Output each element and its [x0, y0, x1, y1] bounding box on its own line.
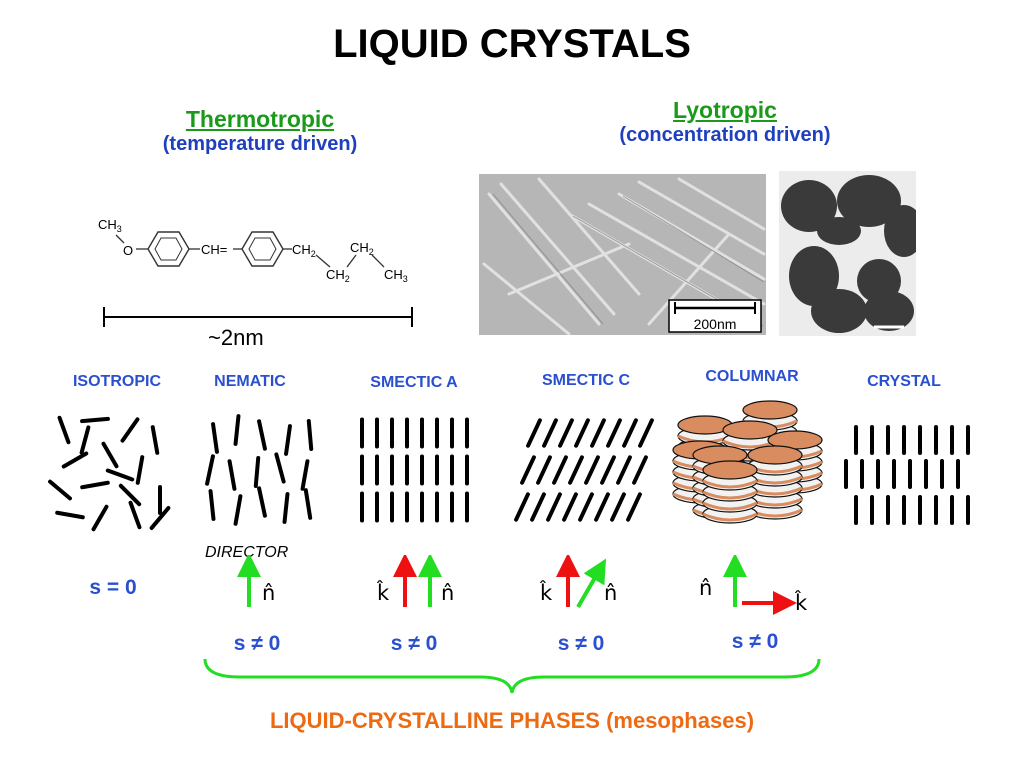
- ch3-end-label: CH3: [384, 267, 408, 284]
- smectic-a-k-label: k̂: [377, 581, 390, 605]
- mesophase-brace: [203, 658, 821, 694]
- columnar-n-label: n̂: [699, 576, 713, 600]
- benzene-ring-2: [241, 231, 284, 267]
- ch2-a-label: CH2: [292, 242, 316, 259]
- oxygen-label: O: [123, 243, 133, 258]
- ch2-c-label: CH2: [350, 240, 374, 257]
- ch-eq-label: CH=: [201, 242, 227, 257]
- lyotropic-label: Lyotropic: [673, 97, 777, 123]
- molecule-structure: CH3 O CH= CH2 CH2 CH2 CH3 ~2nm: [98, 217, 413, 350]
- smectic-c-k-label: k̂: [540, 581, 553, 605]
- smectic-c-s-value: s ≠ 0: [557, 632, 605, 655]
- molecule-scale-label: ~2nm: [208, 325, 264, 350]
- smectic-a-s-value: s ≠ 0: [390, 632, 438, 655]
- lyotropic-sub: (concentration driven): [619, 124, 831, 146]
- lyotropic-header: Lyotropic (concentration driven): [580, 97, 870, 147]
- ch3-top-label: CH3: [98, 217, 122, 234]
- smectic-a-molecules: [360, 417, 469, 523]
- columnar-k-label: k̂: [795, 591, 808, 615]
- isotropic-s-value: s = 0: [89, 576, 137, 599]
- smectic-c-n-label: n̂: [604, 581, 618, 605]
- smectic-c-molecules: [514, 418, 654, 522]
- nematic-s-value: s ≠ 0: [233, 632, 281, 655]
- columnar-discs: [672, 400, 823, 524]
- crystal-molecules: [844, 425, 970, 525]
- isotropic-molecules: [48, 415, 171, 532]
- mesophases-label: LIQUID-CRYSTALLINE PHASES (mesophases): [269, 708, 755, 733]
- phase-label-nematic: NEMATIC: [214, 373, 286, 390]
- micrograph-scale-label: 200nm: [694, 316, 737, 332]
- phase-label-isotropic: ISOTROPIC: [72, 373, 161, 390]
- nematic-n-label: n̂: [262, 581, 276, 605]
- columnar-s-value: s ≠ 0: [731, 630, 779, 653]
- ch3-top-text: CH: [98, 217, 117, 232]
- page-title: LIQUID CRYSTALS: [333, 22, 691, 66]
- benzene-ring-1: [147, 231, 190, 267]
- director-vectors: [237, 555, 797, 615]
- micrograph-rods: 200nm: [479, 174, 766, 335]
- thermotropic-header: Thermotropic (temperature driven): [130, 106, 390, 156]
- director-label: DIRECTOR: [205, 544, 289, 561]
- nematic-molecules: [205, 414, 314, 526]
- thermotropic-sub: (temperature driven): [162, 133, 358, 155]
- phase-drawings: [48, 400, 970, 532]
- phase-label-columnar: COLUMNAR: [705, 368, 799, 385]
- micrograph-blobs: [779, 171, 916, 336]
- phase-label-smectic-a: SMECTIC A: [370, 374, 458, 391]
- smectic-a-n-label: n̂: [441, 581, 455, 605]
- phase-label-smectic-c: SMECTIC C: [542, 372, 630, 389]
- phase-label-crystal: CRYSTAL: [867, 373, 941, 390]
- thermotropic-label: Thermotropic: [185, 106, 335, 132]
- ch2-b-label: CH2: [326, 267, 350, 284]
- smectic-c-n-arrow: [576, 558, 607, 609]
